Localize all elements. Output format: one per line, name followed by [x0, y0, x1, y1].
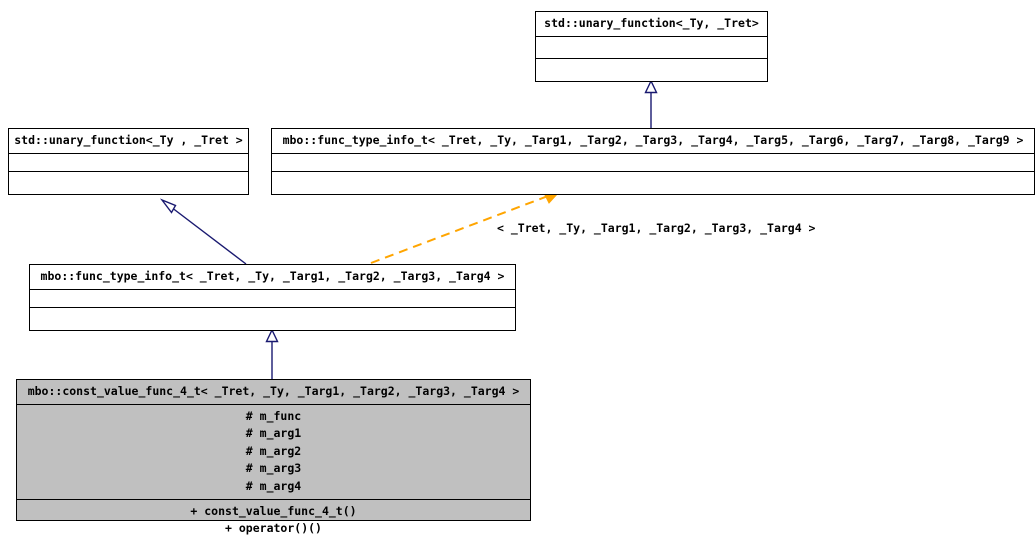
attributes-compartment [536, 37, 767, 59]
attribute-row: # m_func [245, 408, 302, 423]
methods-compartment [536, 59, 767, 81]
attributes-compartment [9, 154, 248, 173]
method-row: + const_value_func_4_t() [190, 503, 357, 518]
edge-label-template-binding: < _Tret, _Ty, _Targ1, _Targ2, _Targ3, _T… [497, 221, 816, 235]
methods-compartment [272, 172, 1034, 194]
edge-inheritance-functypeinfo9-to-unaryfunction [644, 79, 658, 128]
attributes-compartment [272, 154, 1034, 173]
attribute-row: # m_arg1 [245, 426, 302, 441]
class-box-func-type-info-t-9[interactable]: mbo::func_type_info_t< _Tret, _Ty, _Targ… [271, 128, 1035, 195]
class-title-const-value-func-4-t: mbo::const_value_func_4_t< _Tret, _Ty, _… [17, 380, 530, 405]
attribute-row: # m_arg2 [245, 443, 302, 458]
method-row: + operator()() [225, 521, 322, 536]
edge-inheritance-constvaluefunc4-to-functypeinfo4 [265, 328, 279, 379]
class-box-func-type-info-t-4[interactable]: mbo::func_type_info_t< _Tret, _Ty, _Targ… [29, 264, 516, 331]
class-title-func-type-info-t-4: mbo::func_type_info_t< _Tret, _Ty, _Targ… [30, 265, 515, 290]
class-title-std-unary-function-top: std::unary_function<_Ty, _Tret> [536, 12, 767, 37]
methods-compartment [9, 172, 248, 194]
attribute-row: # m_arg4 [245, 479, 302, 494]
edge-inheritance-functypeinfo4-to-unaryfunction-left [159, 198, 247, 265]
class-box-const-value-func-4-t[interactable]: mbo::const_value_func_4_t< _Tret, _Ty, _… [16, 379, 531, 535]
attribute-row: # m_arg3 [245, 461, 302, 476]
class-box-std-unary-function-top[interactable]: std::unary_function<_Ty, _Tret> [535, 11, 768, 82]
class-box-std-unary-function-left[interactable]: std::unary_function<_Ty , _Tret > [8, 128, 249, 195]
class-title-std-unary-function-left: std::unary_function<_Ty , _Tret > [9, 129, 248, 154]
class-title-func-type-info-t-9: mbo::func_type_info_t< _Tret, _Ty, _Targ… [272, 129, 1034, 154]
methods-compartment: + const_value_func_4_t() + operator()() [17, 500, 530, 540]
attributes-compartment: # m_func # m_arg1 # m_arg2 # m_arg3 # m_… [17, 405, 530, 500]
methods-compartment [30, 308, 515, 330]
attributes-compartment [30, 290, 515, 309]
